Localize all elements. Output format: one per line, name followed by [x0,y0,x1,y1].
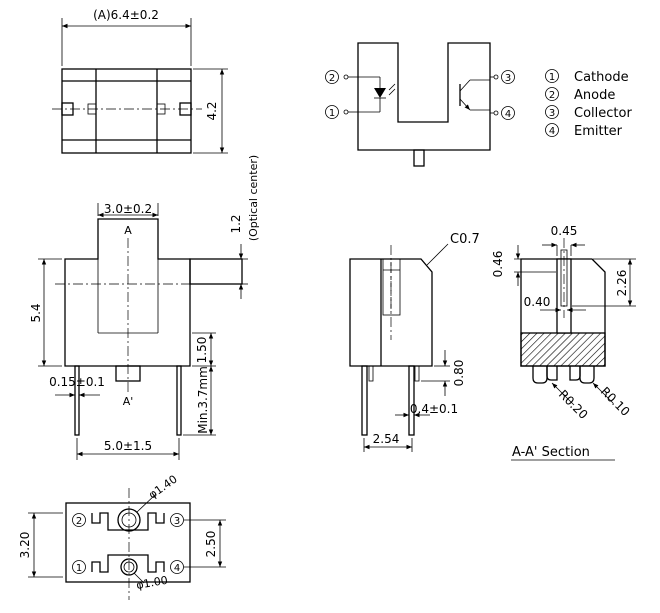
chamfer-label: C0.7 [450,232,480,247]
legend-label-collector: Collector [574,106,632,121]
legend-num-3: 3 [549,108,555,119]
legend-num-1: 1 [549,72,555,83]
optical-center-dim: 1.2 [229,214,243,233]
top-view: (A)6.4±0.2 4.2 [52,8,228,154]
aperture-depth-dim: 2.26 [615,270,629,297]
lead-pitch-dim: 5.0±1.5 [104,439,152,453]
bottom-pin-3: 3 [174,516,180,527]
section-view: 0.45 0.46 2.26 0.40 R0.20 R0.10 A-A' Sec… [491,224,636,461]
pin-label-4: 4 [505,109,511,120]
section-mark-a-prime: A' [123,395,134,408]
section-title: A-A' Section [512,445,590,460]
side-view: C0.7 0.80 0.4±0.1 2.54 [349,232,480,452]
radius-label-2: R0.10 [598,384,633,419]
legend-label-emitter: Emitter [574,124,623,139]
section-mark-a: A [124,224,132,237]
bottom-view: 2 1 3 4 φ1.40 φ1.00 3.20 2.50 [18,473,226,600]
schematic-symbol: 2 1 3 4 [325,42,515,167]
aperture-width-dim: 0.45 [551,224,578,238]
legend-num-2: 2 [549,90,555,101]
legend-num-4: 4 [549,126,555,137]
side-lead-pitch-dim: 2.54 [373,432,400,446]
top-width-dim: (A)6.4±0.2 [93,8,159,22]
front-height-dim: 5.4 [29,303,43,322]
front-view: 3.0±0.2 A A' 1.2 (Optical center) 5.4 1.… [29,155,260,460]
lead-thickness-dim: 0.15±0.1 [49,375,105,389]
top-height-dim: 4.2 [205,101,219,120]
hole-small-label: φ1.00 [135,574,169,592]
slot-width-dim: 3.0±0.2 [104,202,152,216]
bottom-pitch-dim: 2.50 [204,531,218,558]
lead-width-dim: 0.4±0.1 [410,402,458,416]
pin-label-2: 2 [329,73,335,84]
bottom-pin-4: 4 [174,563,180,574]
aperture-height-dim: 0.40 [524,295,551,309]
lead-standoff-dim: 0.80 [452,360,466,387]
pin-legend: 1 2 3 4 Cathode Anode Collector Emitter [545,69,632,139]
led-diode-icon [374,88,386,98]
legend-label-cathode: Cathode [574,70,629,85]
body-to-lead-dim: 1.50 [195,337,209,364]
pin-label-3: 3 [505,73,511,84]
radius-label-1: R0.20 [556,387,591,422]
pin-label-1: 1 [329,108,335,119]
aperture-top-dim: 0.46 [491,251,505,278]
bottom-height-dim: 3.20 [18,532,32,559]
hole-large-label: φ1.40 [146,473,179,502]
bottom-pin-1: 1 [76,563,82,574]
bottom-pin-2: 2 [76,516,82,527]
optical-center-note: (Optical center) [247,155,260,241]
lead-length-dim: Min.3.7mm [196,366,210,434]
legend-label-anode: Anode [574,88,615,103]
